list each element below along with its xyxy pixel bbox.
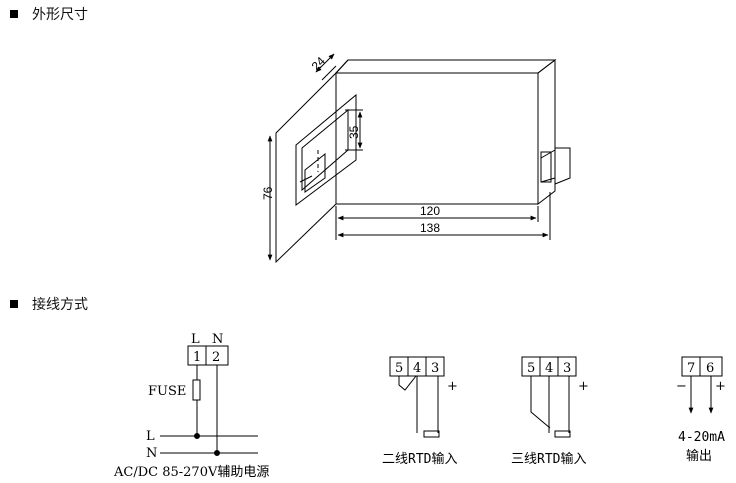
dim-inner-width-label: 120 — [420, 204, 440, 218]
clip-detail — [540, 149, 556, 183]
output-caption-line2: 输出 — [686, 448, 712, 464]
line-label-n: N — [212, 332, 223, 347]
junction-dot — [194, 433, 200, 439]
terminal-2-label: 2 — [212, 350, 220, 365]
dimensions-title: 外形尺寸 — [32, 7, 88, 23]
slot-dash — [299, 175, 313, 183]
dimensions-heading: 外形尺寸 — [10, 4, 88, 24]
output-caption-line1: 4-20mA — [678, 430, 725, 445]
front-panel — [275, 71, 337, 264]
dim-outer-width-label: 138 — [420, 221, 440, 235]
dim-height-label: 76 — [261, 186, 275, 200]
line-label-l: L — [191, 332, 200, 347]
power-wiring — [160, 345, 258, 456]
rtd2-caption: 二线RTD输入 — [382, 451, 457, 467]
rtd2-jumper — [398, 375, 417, 391]
dim-slot-label: 35 — [347, 125, 361, 139]
clip-body — [540, 151, 552, 183]
body-front — [335, 72, 539, 205]
output-minus: − — [676, 379, 687, 394]
fuse-label: FUSE — [148, 384, 186, 399]
rtd3-caption: 三线RTD输入 — [511, 451, 586, 467]
dim-depth-label: 24 — [309, 54, 329, 74]
bus-n-label: N — [146, 446, 157, 461]
terminal-1-label: 1 — [193, 350, 201, 365]
wiring-title: 接线方式 — [32, 297, 88, 313]
rtd2-sensor — [423, 430, 440, 438]
output-terminal-7: 7 — [687, 361, 695, 376]
rtd2-plus: + — [447, 379, 458, 394]
rear-clip — [554, 147, 571, 185]
body-side — [537, 58, 556, 206]
rtd2-terminal-5: 5 — [395, 361, 403, 376]
mounting-slot — [295, 93, 357, 206]
rtd3-sensor — [554, 430, 571, 438]
dim-24-arrow — [315, 53, 335, 73]
wiring-heading: 接线方式 — [10, 294, 88, 314]
output-wiring — [681, 356, 723, 414]
rtd3-wiring — [521, 356, 577, 438]
output-plus: + — [715, 379, 726, 394]
rtd3-terminal-4: 4 — [545, 361, 553, 376]
power-caption: AC/DC 85-270V辅助电源 — [113, 465, 269, 480]
rtd2-terminal-3-box — [425, 356, 445, 377]
output-terminal-6: 6 — [706, 361, 714, 376]
rtd2-terminal-3: 3 — [431, 361, 439, 376]
bullet-icon — [10, 300, 18, 308]
rtd2-wiring — [389, 356, 445, 438]
rtd3-terminal-5: 5 — [527, 361, 535, 376]
rtd3-wire-a — [530, 376, 551, 429]
dim-24-line — [321, 65, 337, 81]
enclosure-drawing — [267, 53, 571, 264]
rtd3-terminal-3: 3 — [563, 361, 571, 376]
junction-dot — [214, 450, 220, 456]
body-top — [334, 59, 557, 74]
bullet-icon — [10, 10, 18, 18]
rtd2-terminal-4: 4 — [413, 361, 421, 376]
bus-l-label: L — [146, 429, 155, 444]
rtd3-terminal-3-box — [557, 356, 577, 377]
rtd3-plus: + — [578, 379, 589, 394]
fuse-symbol — [192, 379, 201, 401]
